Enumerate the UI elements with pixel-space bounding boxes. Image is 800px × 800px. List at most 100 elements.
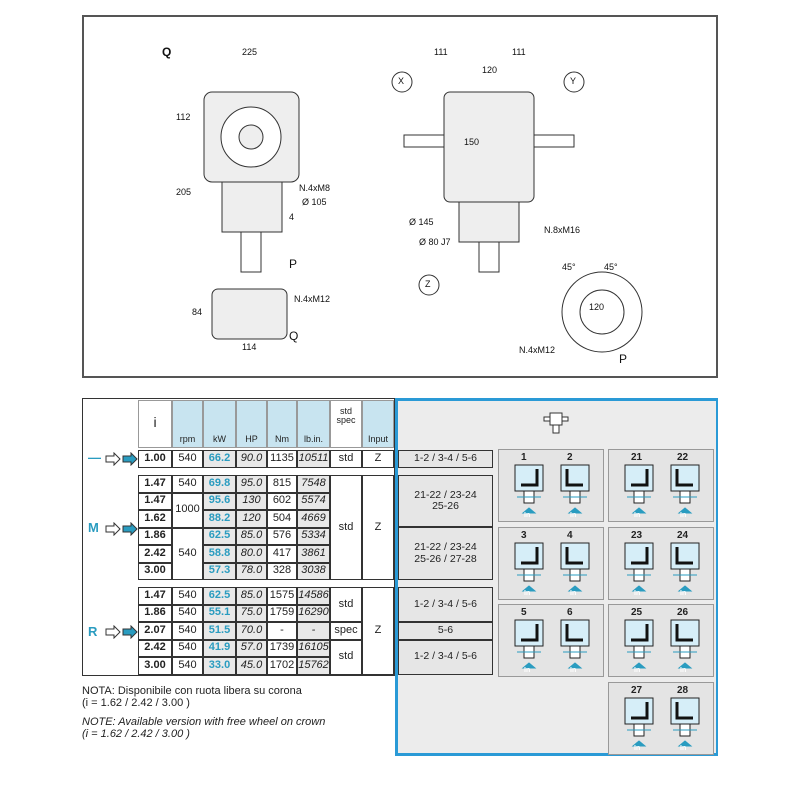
- gearbox-arrangement-icon: [670, 697, 700, 747]
- table-cell-i: 2.42: [138, 639, 172, 657]
- dim-145: Ø 145: [409, 217, 434, 227]
- arrangement-options: 1-2 / 3-4 / 5-6: [398, 639, 493, 675]
- table-cell-hp: 85.0: [236, 587, 267, 605]
- gearbox-arrangement-icon: [514, 619, 544, 669]
- table-cell-std: std: [330, 475, 362, 580]
- table-cell-nm: 1135: [267, 450, 297, 468]
- header-hp: HP: [236, 400, 267, 448]
- arrangement-options: 21-22 / 23-24 25-26: [398, 475, 493, 527]
- table-cell-lbin: 7548: [297, 475, 330, 493]
- table-cell-nm: 1575: [267, 587, 297, 605]
- table-cell-i: 1.47: [138, 587, 172, 605]
- table-cell-kw: 51.5: [203, 622, 236, 640]
- table-cell-std: std: [330, 450, 362, 468]
- input-label: In: [524, 667, 531, 674]
- table-cell-rpm: 540: [172, 639, 203, 657]
- dim-4: 4: [289, 212, 295, 222]
- input-label: In: [634, 745, 641, 752]
- dim-n4m8: N.4xM8: [299, 183, 331, 193]
- table-cell-kw: 58.8: [203, 545, 236, 563]
- gearbox-arrangement-icon: [624, 619, 654, 669]
- table-cell-i: 1.86: [138, 527, 172, 545]
- label-x: X: [398, 76, 405, 86]
- input-label: In: [680, 745, 687, 752]
- table-cell-lbin: -: [297, 622, 330, 640]
- arrangement-options: 1-2 / 3-4 / 5-6: [398, 450, 493, 468]
- dim-45-b: 45°: [604, 262, 618, 272]
- header-i: i: [138, 400, 172, 448]
- arrangement-number: 28: [677, 685, 689, 696]
- ratings-table-frame: [82, 398, 395, 676]
- table-cell-rpm: 540: [172, 527, 203, 580]
- table-cell-hp: 70.0: [236, 622, 267, 640]
- table-cell-nm: 504: [267, 510, 297, 528]
- table-cell-lbin: 5574: [297, 492, 330, 510]
- dim-84: 84: [192, 307, 203, 317]
- table-cell-kw: 57.3: [203, 562, 236, 580]
- table-cell-hp: 75.0: [236, 604, 267, 622]
- note-it-line2: (i = 1.62 / 2.42 / 3.00 ): [82, 697, 190, 709]
- table-cell-nm: 815: [267, 475, 297, 493]
- table-cell-kw: 33.0: [203, 657, 236, 675]
- dim-120-flange: 120: [589, 302, 605, 312]
- dim-80: Ø 80 J7: [419, 237, 451, 247]
- input-arrow-icon-m: [105, 522, 138, 536]
- table-cell-i: 1.47: [138, 492, 172, 510]
- header-std: std spec: [330, 400, 362, 448]
- input-label: In: [634, 667, 641, 674]
- table-cell-hp: 45.0: [236, 657, 267, 675]
- group-label-r: R: [88, 624, 98, 639]
- table-cell-i: 1.62: [138, 510, 172, 528]
- input-label: In: [680, 590, 687, 597]
- table-cell-rpm: 540: [172, 475, 203, 493]
- table-cell-hp: 95.0: [236, 475, 267, 493]
- arrangement-number: 24: [677, 530, 689, 541]
- table-cell-hp: 85.0: [236, 527, 267, 545]
- gearbox-arrangement-icon: [624, 697, 654, 747]
- table-cell-hp: 57.0: [236, 639, 267, 657]
- dim-120: 120: [482, 65, 498, 75]
- table-cell-nm: -: [267, 622, 297, 640]
- arrangement-number: 5: [521, 607, 527, 618]
- table-cell-i: 3.00: [138, 562, 172, 580]
- table-cell-std: std: [330, 587, 362, 622]
- group-label-m: M: [88, 520, 99, 535]
- table-cell-rpm: 1000: [172, 492, 203, 528]
- input-label: In: [680, 512, 687, 519]
- arrangement-number: 3: [521, 530, 527, 541]
- note-it-line1: NOTA: Disponibile con ruota libera su co…: [82, 685, 302, 697]
- arrangement-number: 25: [631, 607, 643, 618]
- arrangement-options: 1-2 / 3-4 / 5-6: [398, 587, 493, 622]
- header-kw: kW: [203, 400, 236, 448]
- table-cell-std: spec: [330, 622, 362, 640]
- table-cell-i: 3.00: [138, 657, 172, 675]
- input-label: In: [634, 512, 641, 519]
- dim-q: Q: [162, 45, 172, 59]
- arrangement-options: 21-22 / 23-24 25-26 / 27-28: [398, 527, 493, 580]
- group-label-direct: —: [88, 450, 101, 465]
- arrangement-number: 4: [567, 530, 573, 541]
- table-cell-lbin: 4669: [297, 510, 330, 528]
- table-cell-i: 1.47: [138, 475, 172, 493]
- dim-114: 114: [242, 342, 257, 352]
- arrangement-number: 23: [631, 530, 643, 541]
- note-en-line1: NOTE: Available version with free wheel …: [82, 716, 326, 728]
- table-cell-kw: 69.8: [203, 475, 236, 493]
- technical-drawing: Q 225 112 205 N.4xM8 Ø 105 4 P 111 111 1…: [82, 15, 718, 378]
- dim-112: 112: [176, 112, 191, 122]
- gearbox-arrangement-icon: [560, 542, 590, 592]
- gearbox-arrangement-icon: [670, 542, 700, 592]
- arrangement-number: 26: [677, 607, 689, 618]
- dim-n4m12: N.4xM12: [294, 294, 331, 304]
- header-input: Input: [362, 400, 394, 448]
- table-cell-nm: 417: [267, 545, 297, 563]
- table-cell-nm: 1739: [267, 639, 297, 657]
- table-cell-i: 1.86: [138, 604, 172, 622]
- gearbox-arrangement-icon: [560, 464, 590, 514]
- table-cell-i: 2.42: [138, 545, 172, 563]
- table-cell-lbin: 3038: [297, 562, 330, 580]
- label-y: Y: [570, 76, 577, 86]
